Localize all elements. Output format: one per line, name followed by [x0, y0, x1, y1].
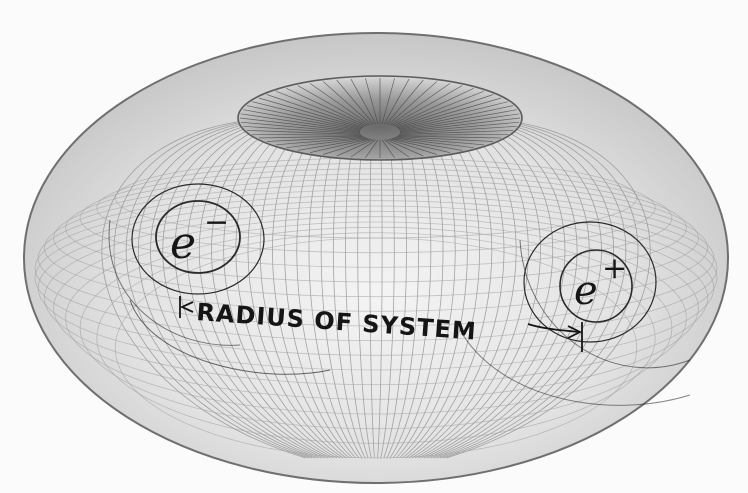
svg-text:e: e [170, 218, 196, 269]
svg-text:+: + [602, 251, 627, 286]
svg-text:e: e [574, 268, 598, 314]
svg-text:−: − [204, 205, 229, 240]
